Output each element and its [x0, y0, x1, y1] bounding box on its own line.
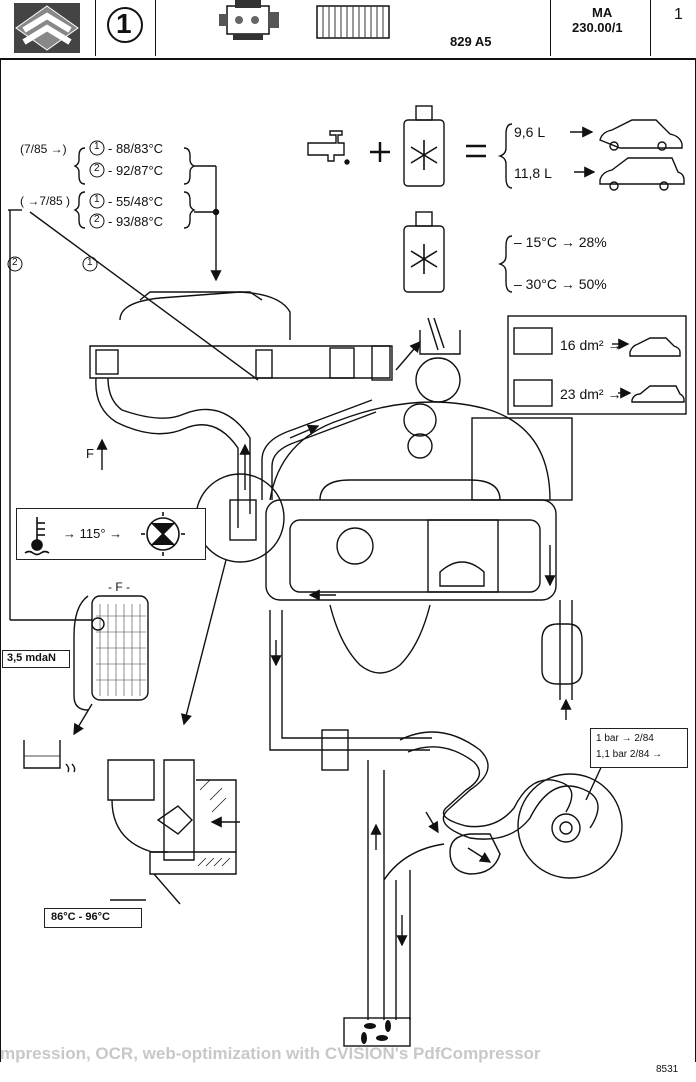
reference-cell: MA 230.00/1 [550, 0, 651, 56]
estate-radiator-area: 23 dm² → [560, 386, 622, 402]
callout-2: 2 [12, 257, 18, 268]
thermostat-group1-row2-val: - 92/87°C [108, 163, 164, 178]
doc-code: 829 A5 [450, 34, 492, 49]
ref-title: MA [592, 5, 613, 20]
logo-cell [0, 0, 96, 56]
saloon-coolant-volume: 9,6 L [514, 124, 546, 140]
section-cell: 1 [95, 0, 156, 56]
thermostat-group2-row2-val: - 93/88°C [108, 214, 164, 229]
warning-icons [24, 512, 185, 556]
thermostat-group1-row1-val: - 88/83°C [108, 141, 164, 156]
antifreeze-row-1: – 15°C → 28% [514, 234, 607, 250]
thermostat-group2-row1-val: - 55/48°C [108, 194, 164, 209]
saloon-radiator-area: 16 dm² → [560, 337, 622, 353]
thermostat-group2-row1-num: 1 [94, 194, 100, 205]
radiator-label-f: - F - [108, 580, 130, 594]
thermostat-range-box: 86°C - 96°C [44, 908, 142, 928]
pressure-note-box: 1 bar → 2/84 1,1 bar 2/84 → [590, 728, 688, 768]
torque-label-box: 3,5 mdaN [2, 650, 70, 668]
document-header: 1 829 A5 MA 230.00/1 1 [0, 0, 696, 60]
thermostat-group2-row2-num: 2 [94, 214, 100, 225]
flow-label-f: F [86, 446, 94, 461]
pressure-note-1: 1 bar → 2/84 [596, 733, 654, 744]
page-cell: 1 [650, 0, 694, 56]
page-number: 1 [674, 6, 683, 23]
footer-watermark: mpression, OCR, web-optimization with CV… [0, 1044, 541, 1063]
figure-number: 8531 [656, 1064, 679, 1075]
title-cell: 829 A5 [155, 0, 551, 56]
warning-temperature: → 115° → [63, 526, 123, 541]
engine-and-radiator-icon [219, 0, 390, 40]
citroen-chevrons-logo [14, 3, 80, 53]
section-number: 1 [116, 8, 132, 39]
antifreeze-row-2: – 30°C → 50% [514, 276, 607, 292]
callout-1: 1 [87, 257, 93, 268]
thermostat-group2-date: ( →7/85 ) [20, 194, 71, 208]
thermostat-group1-row1-num: 1 [94, 141, 100, 152]
estate-coolant-volume: 11,8 L [514, 165, 552, 181]
thermostat-range: 86°C - 96°C [51, 911, 110, 923]
thermostat-group1-row2-num: 2 [94, 163, 100, 174]
ref-number: 230.00/1 [572, 20, 623, 35]
pressure-note-2: 1,1 bar 2/84 → [596, 749, 663, 760]
warning-panel: → 115° → [16, 508, 206, 560]
torque-value: 3,5 mdaN [7, 652, 56, 664]
thermostat-group1-date: (7/85 →) [20, 142, 67, 156]
